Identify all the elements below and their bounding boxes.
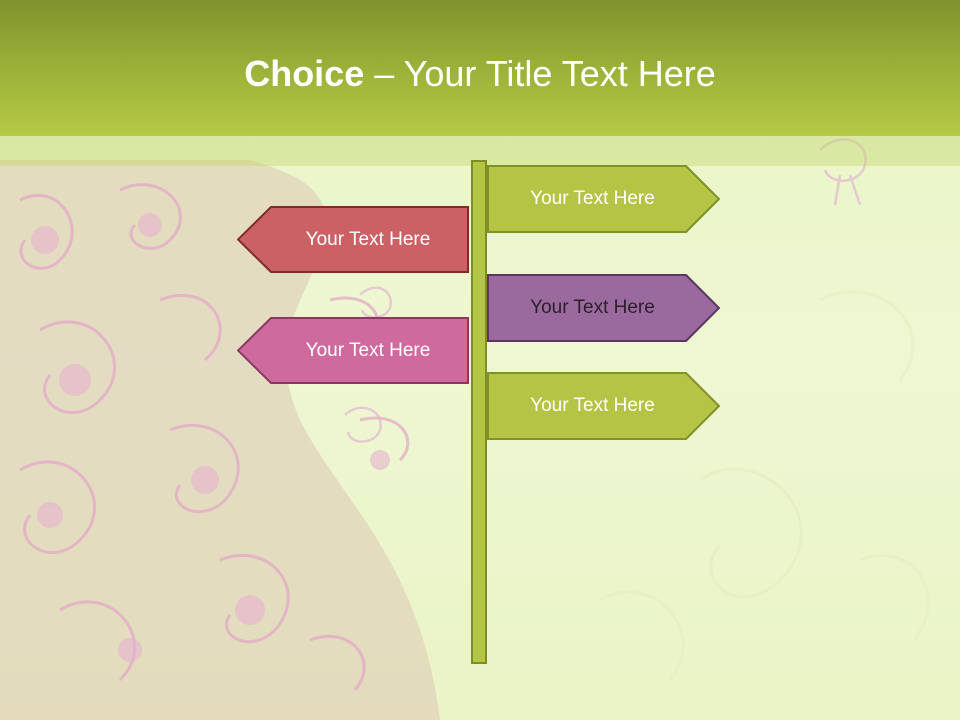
sign-arrow-shape — [487, 165, 720, 233]
sign-arrow-shape — [487, 274, 720, 342]
sign-arrow-3[interactable]: Your Text Here — [487, 274, 720, 342]
title-text: – Your Title Text Here — [364, 53, 716, 94]
sign-label: Your Text Here — [530, 188, 655, 209]
sign-label: Your Text Here — [305, 339, 431, 361]
title-emphasis: Choice — [244, 53, 365, 94]
sign-arrow-shape — [237, 317, 469, 384]
signpost-pole — [471, 160, 487, 664]
sign-arrow-shape — [237, 206, 469, 273]
sign-label: Your Text Here — [305, 228, 431, 250]
sign-arrow-shape — [487, 372, 720, 440]
sign-arrow-4[interactable]: Your Text Here — [237, 317, 469, 384]
slide-title[interactable]: Choice – Your Title Text Here — [0, 52, 960, 96]
sign-arrow-2[interactable]: Your Text Here — [237, 206, 469, 273]
sign-label: Your Text Here — [530, 395, 655, 416]
sign-arrow-1[interactable]: Your Text Here — [487, 165, 720, 233]
sign-arrow-5[interactable]: Your Text Here — [487, 372, 720, 440]
title-bar — [0, 0, 960, 136]
sign-label: Your Text Here — [530, 297, 655, 318]
